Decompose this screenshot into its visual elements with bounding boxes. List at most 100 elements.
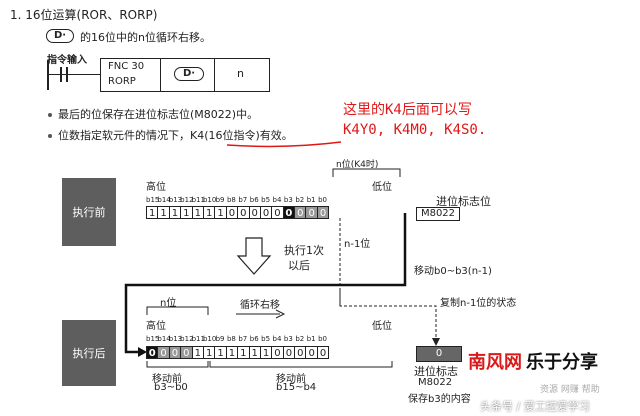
bit-label: b4	[272, 335, 282, 343]
bit-label: b11	[191, 196, 205, 204]
rotate-label: 循环右移	[240, 300, 280, 311]
exec-once-2: 以后	[288, 259, 310, 272]
bit-label: b2	[295, 196, 305, 204]
power-rail	[47, 60, 49, 90]
bit-label: b10	[202, 335, 217, 343]
function-description: 的16位中的n位循环右移。	[80, 31, 211, 44]
bit-label: b14	[157, 335, 171, 343]
bit-label: b6	[249, 335, 259, 343]
bit-label: b13	[168, 196, 183, 204]
bit-label: b12	[180, 196, 194, 204]
fnc-number: FNC 30	[108, 61, 145, 72]
note-line-1: 这里的K4后面可以写	[343, 102, 472, 118]
bit-cell: 0	[225, 206, 239, 219]
bit-cell: 0	[316, 206, 330, 219]
bit-label: b1	[306, 335, 316, 343]
bit-cell: 0	[248, 206, 261, 219]
bullet-2: 位数指定软元件的情况下，K4(16位指令)有效。	[58, 129, 293, 142]
bit-cell: 1	[180, 206, 193, 219]
high-label-before: 高位	[146, 182, 166, 193]
red-underline	[226, 141, 342, 148]
bit-label: b4	[272, 196, 282, 204]
bit-label: b12	[180, 335, 194, 343]
instruction-input-label: 指令输入	[47, 55, 87, 66]
bit-label: b9	[215, 196, 225, 204]
bit-cell: 0	[316, 346, 330, 359]
fnc-mnemonic: RORP	[108, 76, 136, 87]
bit-label: b13	[168, 335, 183, 343]
stage-before: 执行前	[62, 178, 116, 246]
exec-once-1: 执行1次	[284, 244, 324, 257]
stage-after: 执行后	[62, 320, 116, 386]
moved-brackets	[146, 361, 393, 368]
low-label-after: 低位	[372, 321, 392, 332]
bit-label: b6	[249, 196, 259, 204]
block-device-badge: D·	[174, 67, 204, 81]
copy-path	[339, 290, 440, 346]
bit-label: b1	[306, 196, 316, 204]
section-heading: 1. 16位运算(ROR、RORP)	[10, 8, 158, 22]
bit-cell: 1	[168, 206, 182, 219]
carry-after-3: 保存b3的内容	[408, 394, 471, 405]
carry-after-1: 进位标志	[414, 365, 458, 378]
bit-label: b3	[283, 335, 293, 343]
bit-label: b10	[202, 196, 217, 204]
bit-cell: 1	[191, 346, 204, 359]
n-bits-label: n位	[160, 298, 177, 309]
block-divider-1	[160, 58, 161, 91]
moved-left-1: 移动前	[152, 374, 182, 385]
contact-left	[60, 67, 62, 82]
bit-label: b5	[261, 335, 271, 343]
move-label: 移动b0~b3(n-1)	[414, 266, 492, 277]
bit-label: b15	[146, 335, 160, 343]
bit-label: b2	[295, 335, 305, 343]
down-arrow-icon	[236, 237, 272, 275]
n-bits-after-bracket	[146, 306, 209, 315]
watermark-sub: 资源 网赚 帮助	[540, 385, 600, 395]
instruction-block	[100, 58, 270, 92]
bit-cell: 0	[180, 346, 193, 359]
bit-label: b8	[226, 196, 236, 204]
device-badge: D·	[46, 29, 74, 43]
moved-left-2: b3~b0	[154, 382, 188, 393]
bit-label: b15	[146, 196, 160, 204]
bit-cell: 0	[305, 206, 318, 219]
block-divider-2	[214, 58, 215, 91]
bit-label: b14	[157, 196, 171, 204]
n-bits-bracket	[332, 168, 401, 177]
watermark-logo: 南风网乐于分享	[468, 352, 598, 373]
right-arrow-icon	[236, 309, 286, 319]
carry-flag-box: M8022	[416, 207, 460, 221]
carry-flag-after: 0	[416, 346, 462, 362]
bit-label: b3	[283, 196, 293, 204]
bit-label: b0	[318, 335, 327, 343]
move-path	[124, 213, 407, 357]
n-minus-1-label: n-1位	[344, 239, 371, 250]
bullet-1: 最后的位保存在进位标志位(M8022)中。	[58, 108, 259, 121]
high-label-after: 高位	[146, 321, 166, 332]
copy-label: 复制n-1位的状态	[440, 298, 517, 309]
bit-label: b7	[238, 196, 248, 204]
bullet-dot	[48, 113, 52, 117]
block-n: n	[237, 67, 244, 80]
note-line-2: K4Y0, K4M0, K4S0.	[343, 122, 487, 138]
bit-label: b0	[318, 196, 327, 204]
moved-mid-1: 移动前	[276, 374, 306, 385]
watermark-footer: 头条号 / 爱工控爱学习	[480, 400, 590, 413]
bit-label: b7	[238, 335, 248, 343]
carry-after-2: M8022	[418, 377, 453, 388]
bit-label: b8	[226, 335, 236, 343]
rung-line	[48, 74, 100, 75]
bit-label: b11	[191, 335, 205, 343]
bit-label: b9	[215, 335, 225, 343]
bullet-dot	[48, 134, 52, 138]
contact-right	[66, 67, 68, 82]
carry-flag-label: 进位标志位	[436, 195, 491, 208]
bit-label: b5	[261, 196, 271, 204]
n-bits-k4-label: n位(K4时)	[336, 160, 379, 170]
low-label-before: 低位	[372, 182, 392, 193]
